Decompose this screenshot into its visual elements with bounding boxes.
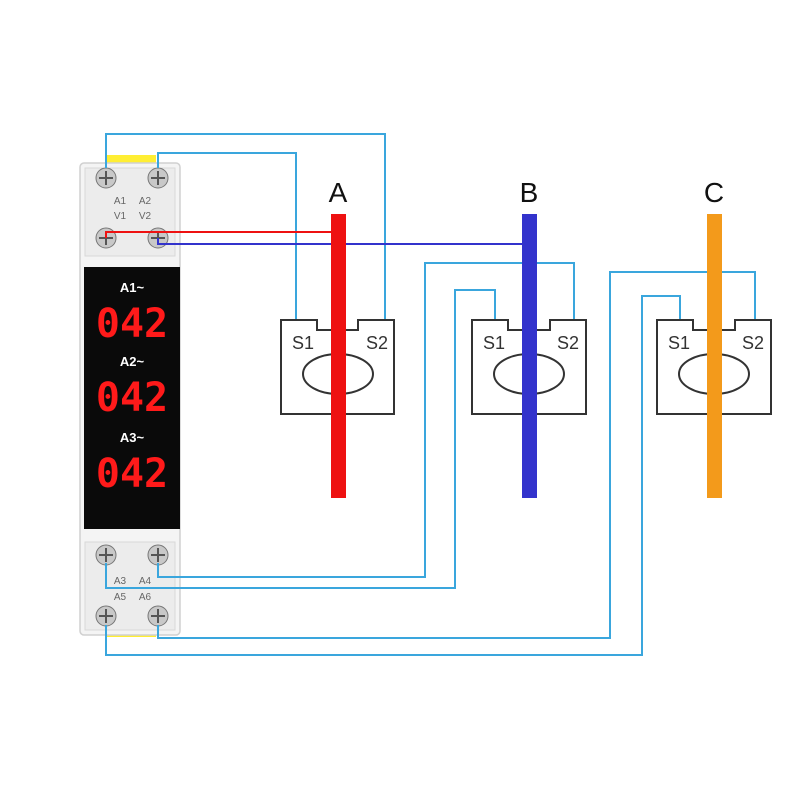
- screw-a4: [147, 544, 169, 566]
- phase-conductor-a: [331, 214, 346, 498]
- display-value-a3: 042: [96, 451, 168, 497]
- phase-conductor-c: [707, 214, 722, 498]
- wire-a4-to-s2-b: [157, 262, 575, 578]
- terminal-label-a6: A6: [139, 592, 152, 603]
- terminal-label-a3: A3: [114, 576, 127, 587]
- ct-wires: [105, 133, 756, 656]
- wire-a1-to-s2-a: [105, 133, 386, 322]
- display-value-a2: 042: [96, 375, 168, 421]
- display-value-a1: 042: [96, 301, 168, 347]
- terminal-label-v1: V1: [114, 211, 127, 222]
- screw-a2: [147, 167, 169, 189]
- display-label-a2: A2~: [120, 354, 145, 369]
- screw-a6: [147, 605, 169, 627]
- din-rail-meter: A1 A2 V1 V2 A3 A4 A5 A6 A1~ 042 A2~ 042 …: [79, 155, 181, 637]
- terminal-label-a2: A2: [139, 196, 152, 207]
- phase-label-b: B: [520, 177, 539, 208]
- wire-a2-to-s1-a: [157, 152, 297, 322]
- wire-a6-to-s2-c: [157, 271, 756, 639]
- ct-s1-label: S1: [483, 333, 505, 353]
- screw-a3: [95, 544, 117, 566]
- wire-a5-to-s1-c: [105, 295, 681, 656]
- screw-a1: [95, 167, 117, 189]
- display-label-a1: A1~: [120, 280, 145, 295]
- terminal-label-a4: A4: [139, 576, 152, 587]
- phase-conductor-b: [522, 214, 537, 498]
- terminal-label-v2: V2: [139, 211, 152, 222]
- ct-s2-label: S2: [366, 333, 388, 353]
- phase-label-c: C: [704, 177, 724, 208]
- display-panel: [84, 267, 180, 529]
- voltage-wire-a: [105, 231, 340, 238]
- screw-a5: [95, 605, 117, 627]
- ct-s1-label: S1: [668, 333, 690, 353]
- ct-s1-label: S1: [292, 333, 314, 353]
- display-label-a3: A3~: [120, 430, 145, 445]
- wire-a3-to-s1-b: [105, 289, 496, 589]
- ct-s2-label: S2: [557, 333, 579, 353]
- voltage-wire-b: [157, 238, 528, 245]
- phase-label-a: A: [329, 177, 348, 208]
- terminal-label-a1: A1: [114, 196, 127, 207]
- ct-s2-label: S2: [742, 333, 764, 353]
- terminal-label-a5: A5: [114, 592, 127, 603]
